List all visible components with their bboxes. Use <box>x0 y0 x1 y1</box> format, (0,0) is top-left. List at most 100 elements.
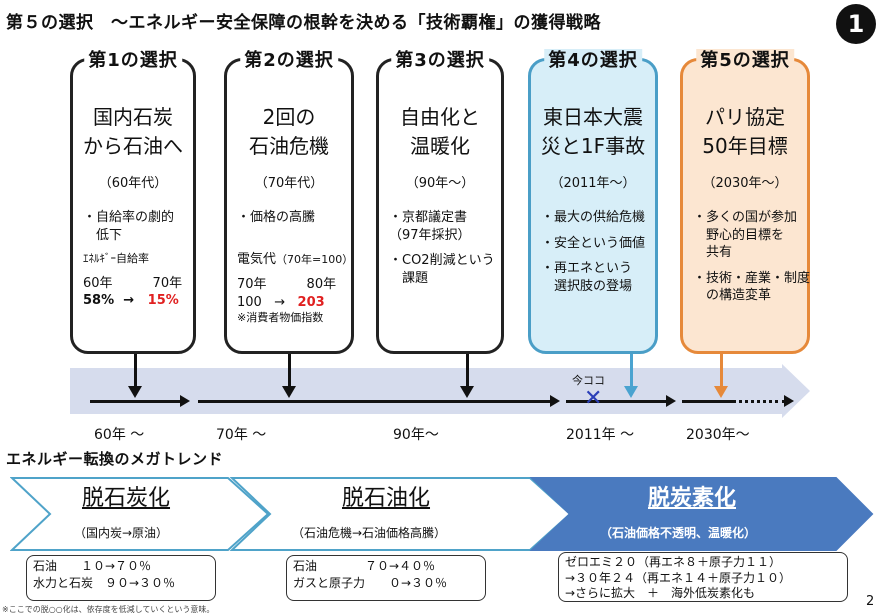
card-body: ・価格の高騰 電気代（70年=100） 70年 80年 100 → 203 ※消費… <box>237 209 353 326</box>
stats-line: ガスと原子力 ０→３０％ <box>293 575 448 590</box>
value-b: 15% <box>147 293 179 309</box>
timeline-arrowhead <box>180 395 190 407</box>
bullet-line: ・安全という価値 <box>541 235 646 251</box>
card-5-down-arrow <box>714 354 728 398</box>
value-a: 100 <box>237 294 262 310</box>
bullet-line: ・京都議定書 <box>389 210 468 225</box>
timeline-future-dotted <box>732 400 786 403</box>
card-1-down-arrow <box>128 354 142 398</box>
choice-card-2: 第2の選択 2回の 石油危機 （70年代） ・価格の高騰 電気代（70年=100… <box>224 49 354 354</box>
bullet-line: 低下 <box>83 227 123 243</box>
card-body: ・京都議定書 （97年採択） ・CO2削減という 課題 <box>389 209 495 287</box>
bullet-line: ・最大の供給危機 <box>541 210 646 225</box>
timeline-label: 60年 ～ <box>94 427 145 443</box>
bullet-line: 選択肢の登場 <box>541 278 633 294</box>
timeline-band-tip <box>782 364 810 418</box>
page-number: 2 <box>866 594 875 609</box>
stage-title: 脱石油化 <box>342 486 431 511</box>
now-marker-label: 今ココ <box>572 374 605 387</box>
stats-line: →さらに拡大 ＋ 海外低炭素化も <box>565 586 756 601</box>
section-number-badge: 1 <box>836 4 876 44</box>
timeline-label: 70年 ～ <box>216 427 267 443</box>
stage-title: 脱炭素化 <box>648 486 737 511</box>
card-heading: 第1の選択 <box>84 49 182 74</box>
change-arrow: → <box>123 293 135 309</box>
card-2-down-arrow <box>282 354 296 398</box>
year-a: 70年 <box>237 277 267 293</box>
bullet-line: ・多くの国が参加 <box>693 210 798 225</box>
stats-line: →３０年２４（再エネ１４＋原子力１０） <box>565 570 792 585</box>
choice-card-1: 第1の選択 国内石炭 から石油へ （60年代） ・自給率の劇的 低下 ｴﾈﾙｷﾞ… <box>70 49 196 354</box>
card-4-down-arrow <box>624 354 638 398</box>
card-era: （2030年～） <box>702 176 788 191</box>
electricity-cost-label: 電気代 <box>237 251 277 267</box>
bullet-line: ・技術・産業・制度 <box>693 270 811 286</box>
footnote: ※ここでの脱○○化は、依存度を低減していくという意味。 <box>2 605 215 614</box>
timeline-label: 2011年 ～ <box>566 427 635 443</box>
bullet-line: （97年採択） <box>389 227 471 243</box>
value-b: 203 <box>297 294 325 310</box>
card-topic: 2回の 石油危機 <box>249 105 329 158</box>
bullet-line: の構造変革 <box>693 288 772 304</box>
card-era: （2011年～） <box>550 176 636 191</box>
price-index-footnote: ※消費者物価指数 <box>237 311 324 325</box>
stats-line: 石油 ７０→４０％ <box>293 559 436 573</box>
chevron-deoil <box>229 477 572 551</box>
card-topic: 国内石炭 から石油へ <box>83 105 183 158</box>
value-a: 58% <box>83 293 115 309</box>
bullet-line: ・再エネという <box>541 261 633 277</box>
year-a: 60年 <box>83 275 113 291</box>
card-era: （90年～） <box>405 176 475 191</box>
stats-box-decoal: 石油 １０→７０％ 水力と石炭 ９０→３０％ <box>26 555 216 601</box>
card-body: ・多くの国が参加 野心的目標を 共有 ・技術・産業・制度 の構造変革 <box>693 209 811 305</box>
chevron-decarbonize <box>529 477 874 551</box>
choice-card-4: 第4の選択 東日本大震 災と1F事故 （2011年～） ・最大の供給危機 ・安全… <box>528 49 658 354</box>
year-b: 70年 <box>152 275 183 291</box>
change-arrow: → <box>274 294 286 310</box>
bullet-line: ・CO2削減という <box>389 253 495 269</box>
stage-title: 脱石炭化 <box>82 486 171 511</box>
slide-title: 第５の選択 ～エネルギー安全保障の根幹を決める「技術覇権」の獲得戦略 <box>6 13 601 33</box>
card-body: ・最大の供給危機 ・安全という価値 ・再エネという 選択肢の登場 <box>541 209 649 295</box>
self-sufficiency-label: ｴﾈﾙｷﾞｰ自給率 <box>83 252 149 266</box>
timeline-arrowhead <box>550 395 560 407</box>
timeline-arrowhead <box>666 395 676 407</box>
year-b: 80年 <box>306 277 337 293</box>
timeline-label: 2030年～ <box>686 427 750 443</box>
card-heading: 第5の選択 <box>696 49 794 74</box>
bullet-line: ・自給率の劇的 <box>83 210 175 225</box>
stats-line: 水力と石炭 ９０→３０％ <box>33 575 176 590</box>
stats-line: 石油 １０→７０％ <box>33 559 152 573</box>
stats-line: ゼロエミ２０（再エネ８＋原子力１１） <box>565 555 782 569</box>
card-heading: 第2の選択 <box>240 49 338 74</box>
bullet-line: ・価格の高騰 <box>237 210 316 225</box>
base-year-note: （70年=100） <box>276 252 354 266</box>
card-heading: 第4の選択 <box>544 49 642 74</box>
now-cross-marker: ✕ <box>584 386 603 411</box>
megatrend-chevrons <box>10 477 874 551</box>
timeline-arrowhead <box>784 395 794 407</box>
card-era: （60年代） <box>98 176 168 191</box>
timeline-band <box>70 368 782 414</box>
timeline-segment <box>566 400 666 403</box>
timeline-segment <box>682 400 732 403</box>
stats-box-deoil: 石油 ７０→４０％ ガスと原子力 ０→３０％ <box>286 555 486 601</box>
timeline-label: 90年～ <box>393 427 439 443</box>
choice-card-3: 第3の選択 自由化と 温暖化 （90年～） ・京都議定書 （97年採択） ・CO… <box>376 49 504 354</box>
card-topic: パリ協定 50年目標 <box>702 105 788 158</box>
card-topic: 東日本大震 災と1F事故 <box>540 105 646 158</box>
bullet-line: 共有 <box>693 245 733 261</box>
timeline-segment <box>90 400 182 403</box>
stage-subtitle: （石油危機→石油価格高騰） <box>292 526 447 540</box>
card-era: （70年代） <box>254 176 324 191</box>
timeline-segment <box>198 400 550 403</box>
choice-card-5: 第5の選択 パリ協定 50年目標 （2030年～） ・多くの国が参加 野心的目標… <box>680 49 811 354</box>
stage-subtitle: （石油価格不透明、温暖化） <box>600 526 757 540</box>
bullet-line: 野心的目標を <box>693 227 785 243</box>
megatrend-title: エネルギー転換のメガトレンド <box>6 450 224 468</box>
card-3-down-arrow <box>460 354 474 398</box>
stage-subtitle: （国内炭→原油） <box>74 526 169 540</box>
stats-box-decarbonize: ゼロエミ２０（再エネ８＋原子力１１） →３０年２４（再エネ１４＋原子力１０） →… <box>558 552 848 602</box>
chevron-decoal <box>10 477 270 551</box>
card-heading: 第3の選択 <box>391 49 489 74</box>
